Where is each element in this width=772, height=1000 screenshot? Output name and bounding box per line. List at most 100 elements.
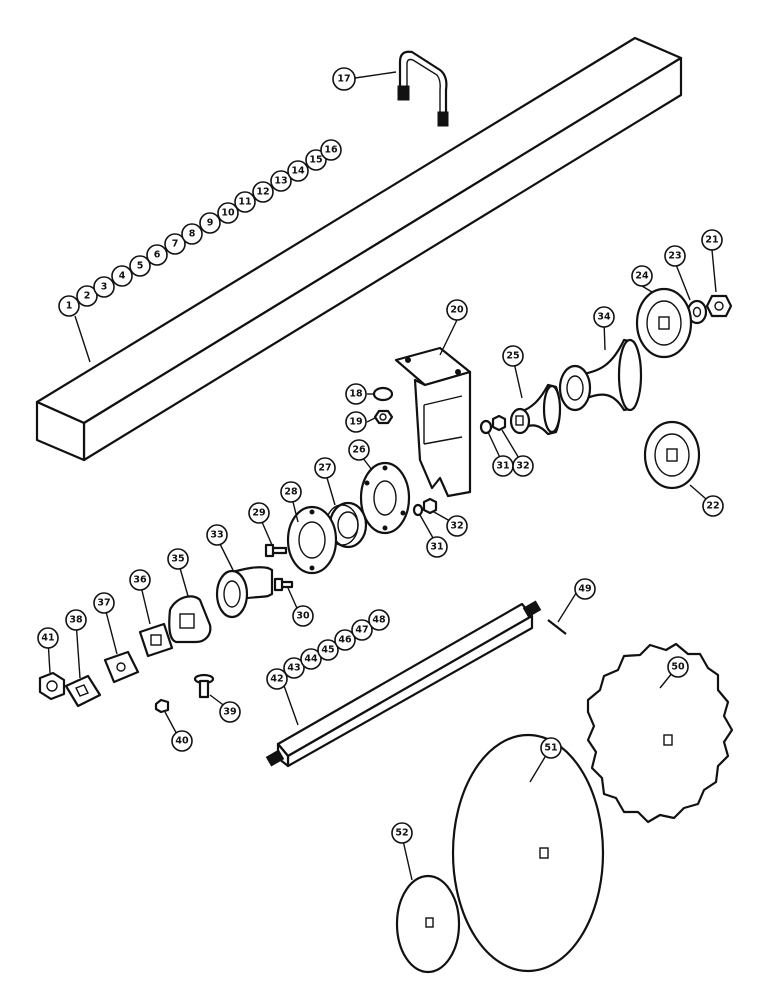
svg-text:34: 34 (597, 312, 611, 323)
svg-text:22: 22 (706, 501, 719, 512)
square-tube-part (35, 36, 683, 462)
svg-text:50: 50 (671, 662, 685, 673)
svg-text:7: 7 (172, 239, 179, 250)
svg-text:30: 30 (296, 611, 310, 622)
svg-text:51: 51 (544, 743, 557, 754)
hex-nut-41-part (38, 671, 66, 701)
callout-39: 39 (219, 701, 241, 723)
callout-32-upper: 32 (512, 455, 534, 477)
svg-text:4: 4 (119, 271, 126, 282)
disc-plate-24-part (635, 287, 693, 359)
callout-44: 44 (300, 648, 322, 670)
svg-text:39: 39 (223, 707, 236, 718)
callout-31-lower: 31 (426, 536, 448, 558)
callout-47: 47 (351, 619, 373, 641)
svg-text:35: 35 (171, 554, 184, 565)
svg-text:8: 8 (189, 229, 196, 240)
callout-23: 23 (664, 245, 686, 267)
svg-text:41: 41 (41, 633, 54, 644)
callout-34: 34 (593, 306, 615, 328)
callout-14: 14 (287, 160, 309, 182)
svg-text:48: 48 (372, 615, 386, 626)
callout-11: 11 (234, 191, 256, 213)
svg-text:42: 42 (270, 674, 283, 685)
small-disc-52-part (395, 874, 461, 974)
callout-3: 3 (93, 276, 115, 298)
flange-28-part (286, 505, 338, 575)
callout-43: 43 (283, 657, 305, 679)
spool-33-part (215, 566, 274, 619)
svg-text:14: 14 (291, 166, 305, 177)
svg-text:43: 43 (287, 663, 300, 674)
callout-45: 45 (317, 639, 339, 661)
callout-51: 51 (540, 737, 562, 759)
svg-text:44: 44 (304, 654, 318, 665)
callout-24: 24 (631, 265, 653, 287)
callout-25: 25 (502, 345, 524, 367)
nut-40-part (154, 698, 170, 714)
callout-22: 22 (702, 495, 724, 517)
bolt-29-part (264, 543, 288, 558)
svg-text:40: 40 (175, 736, 189, 747)
nut-32-upper-part (491, 414, 507, 432)
svg-text:26: 26 (352, 445, 366, 456)
callout-48: 48 (368, 609, 390, 631)
callout-17: 17 (332, 67, 356, 91)
callout-7: 7 (164, 233, 186, 255)
nut-32-lower-part (422, 497, 438, 515)
callout-20: 20 (446, 299, 468, 321)
nut-19-part (373, 409, 394, 425)
svg-text:37: 37 (97, 598, 110, 609)
pin-49-part (547, 619, 567, 635)
callout-21: 21 (701, 229, 723, 251)
callout-9: 9 (199, 212, 221, 234)
callout-38: 38 (65, 609, 87, 631)
callout-46: 46 (334, 629, 356, 651)
bolt-39-part (193, 673, 215, 699)
nut-31-upper-part (479, 419, 493, 435)
callout-28: 28 (280, 481, 302, 503)
callout-12: 12 (252, 181, 274, 203)
svg-text:19: 19 (349, 417, 362, 428)
callout-16: 16 (320, 139, 342, 161)
callout-13: 13 (270, 170, 292, 192)
svg-text:38: 38 (69, 615, 83, 626)
svg-text:6: 6 (154, 250, 161, 261)
svg-text:10: 10 (221, 208, 235, 219)
svg-text:2: 2 (84, 291, 91, 302)
bearing-bracket-part (394, 346, 472, 498)
svg-text:31: 31 (430, 542, 443, 553)
callout-1: 1 (58, 295, 80, 317)
plate-38-part (64, 674, 102, 708)
callout-30: 30 (292, 605, 314, 627)
callout-37: 37 (93, 592, 115, 614)
svg-text:1: 1 (66, 301, 73, 312)
svg-text:36: 36 (133, 575, 147, 586)
svg-text:12: 12 (256, 187, 269, 198)
callout-41: 41 (37, 627, 59, 649)
callout-6: 6 (146, 244, 168, 266)
svg-text:25: 25 (506, 351, 519, 362)
svg-text:32: 32 (516, 461, 529, 472)
svg-text:13: 13 (274, 176, 287, 187)
svg-text:27: 27 (318, 463, 331, 474)
callout-50: 50 (667, 656, 689, 678)
notched-disc-50-part (586, 642, 734, 824)
u-bolt-part (397, 50, 449, 127)
svg-text:32: 32 (450, 521, 463, 532)
svg-text:47: 47 (355, 625, 368, 636)
svg-text:52: 52 (395, 828, 408, 839)
svg-text:15: 15 (309, 155, 322, 166)
spool-25-part (509, 383, 562, 436)
svg-text:29: 29 (252, 508, 265, 519)
callout-29: 29 (248, 502, 270, 524)
plate-37-part (103, 650, 140, 684)
callout-40: 40 (171, 730, 193, 752)
block-35-part (168, 595, 212, 644)
callout-36: 36 (129, 569, 151, 591)
callout-35: 35 (167, 548, 189, 570)
shaft-42-part (265, 600, 542, 768)
disc-plate-22-part (643, 420, 701, 490)
callout-33: 33 (206, 524, 228, 546)
svg-text:49: 49 (578, 584, 591, 595)
